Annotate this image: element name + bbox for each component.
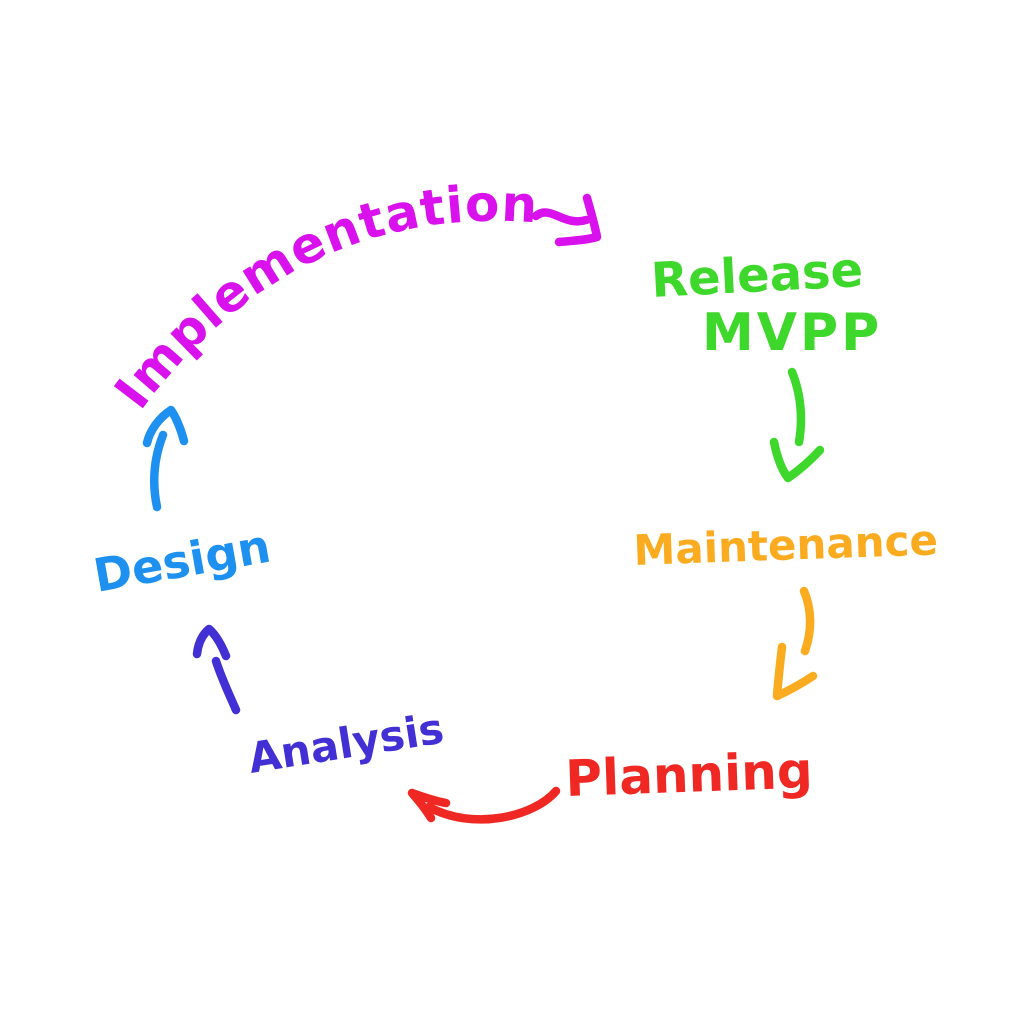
arrow-planning-to-analysis-icon [407, 786, 561, 824]
arrow-design-to-implementation-icon [142, 405, 189, 512]
stage-implementation: Implementation [103, 175, 539, 420]
stage-label-release: Release [650, 242, 865, 309]
stage-label-maintenance: Maintenance [633, 515, 939, 575]
arrow-analysis-to-design-icon [192, 624, 241, 715]
stage-label-design: Design [90, 519, 275, 603]
stage-planning: Planning [564, 741, 813, 808]
stage-label-analysis: Analysis [245, 704, 447, 783]
stage-label-planning: Planning [564, 741, 813, 808]
arrow-maintenance-to-planning-icon [772, 586, 818, 701]
stage-release-mvpp: Release MVPP [650, 242, 882, 363]
stage-label-implementation: Implementation [103, 175, 539, 420]
stage-analysis: Analysis [245, 704, 447, 783]
stage-design: Design [90, 519, 275, 603]
arrow-release-to-maintenance-icon [769, 367, 825, 483]
stage-label-mvpp: MVPP [702, 303, 882, 363]
arrow-implementation-to-release-icon [531, 193, 602, 247]
stage-maintenance: Maintenance [633, 515, 939, 575]
stage-label-implementation-text: Implementation [103, 175, 538, 420]
